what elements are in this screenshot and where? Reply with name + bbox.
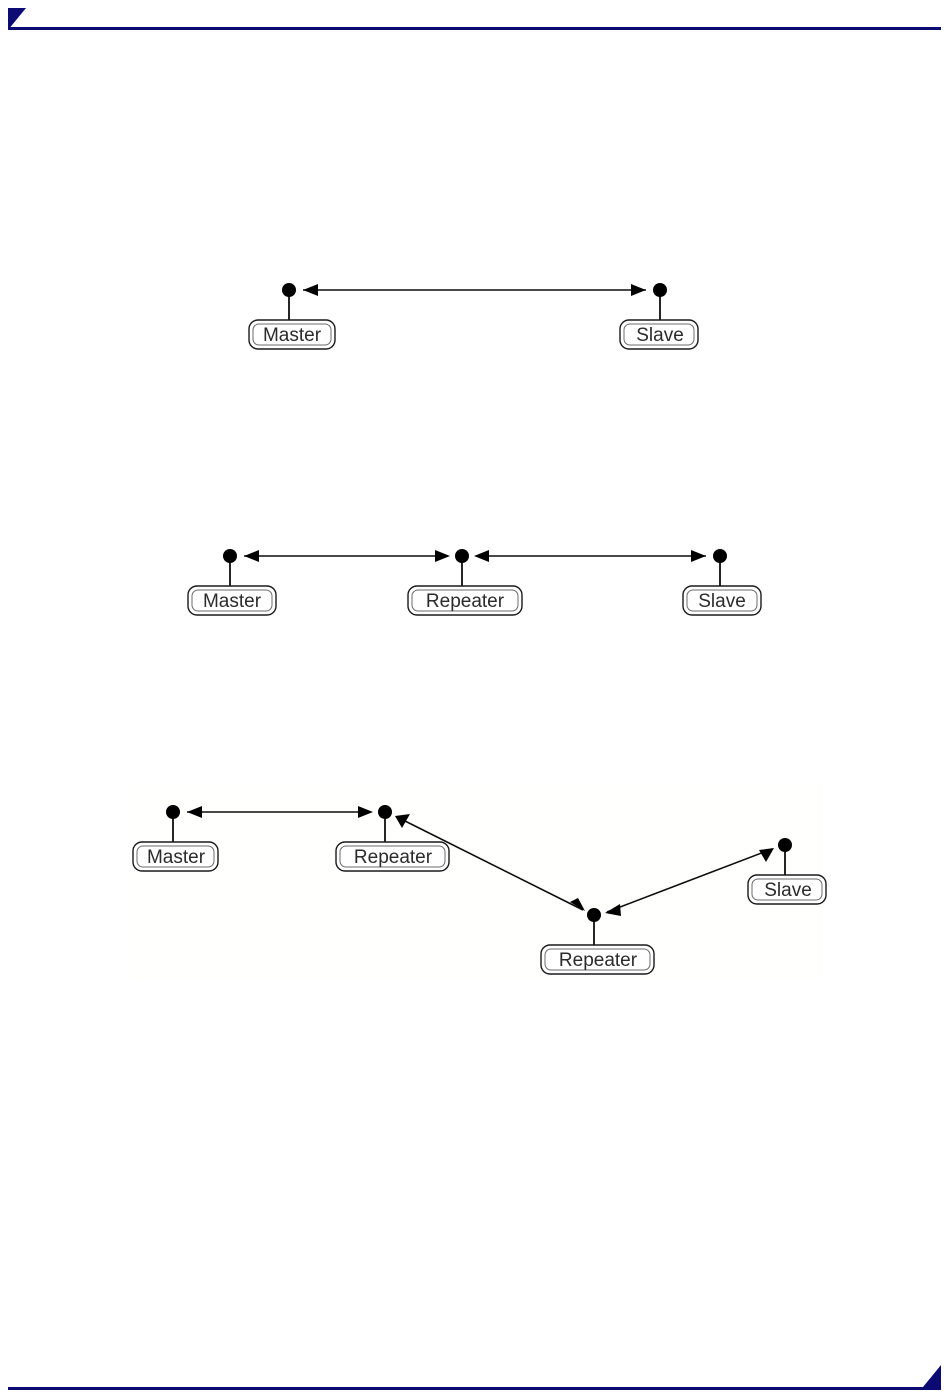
node-label-master: Master	[203, 591, 262, 612]
navy-triangle-icon	[923, 1365, 941, 1387]
node-label-slave: Slave	[764, 880, 812, 901]
node-dot-slave	[713, 549, 727, 563]
node-dot-repeater-2	[587, 908, 601, 922]
arrowhead-toward-repeater2-left	[570, 898, 585, 911]
arrowhead-toward-slave	[691, 550, 706, 562]
label-box-inner-repeater	[411, 589, 519, 612]
node-dot-master	[282, 283, 296, 297]
label-box-repeater-2	[540, 944, 655, 975]
node-label-slave: Slave	[698, 591, 746, 612]
node-label-repeater-2: Repeater	[559, 950, 638, 971]
node-dot-slave	[653, 283, 667, 297]
arrowhead-toward-slave	[631, 284, 646, 296]
node-label-slave: Slave	[636, 325, 684, 346]
footer-rule	[8, 1387, 941, 1390]
node-dot-repeater-1	[378, 805, 392, 819]
label-box-inner-repeater-2	[544, 948, 651, 971]
arrowhead-toward-slave	[759, 848, 774, 862]
label-box-slave	[619, 319, 699, 350]
label-box-inner-master	[191, 589, 273, 612]
label-box-repeater-1	[335, 841, 450, 872]
arrowhead-toward-master	[187, 806, 202, 818]
page-header	[0, 0, 947, 40]
node-label-repeater-1: Repeater	[354, 847, 433, 868]
arrowhead-toward-repeater-right	[474, 550, 489, 562]
node-label-repeater: Repeater	[426, 591, 505, 612]
label-box-slave	[747, 874, 827, 905]
navy-triangle-icon	[8, 8, 26, 30]
arrowhead-toward-repeater-left	[435, 550, 450, 562]
node-dot-master	[223, 549, 237, 563]
label-box-inner-master	[136, 845, 215, 868]
label-box-inner-slave	[751, 878, 823, 901]
arrowhead-toward-master	[244, 550, 259, 562]
node-dot-slave	[778, 838, 792, 852]
label-box-inner-repeater-1	[339, 845, 446, 868]
header-rule	[8, 27, 941, 30]
label-box-inner-master	[252, 323, 332, 346]
label-box-inner-slave	[623, 323, 695, 346]
label-box-master	[132, 841, 219, 872]
diagram-master-slave: Master Slave	[0, 262, 947, 372]
node-dot-master	[166, 805, 180, 819]
label-box-inner-slave	[686, 589, 758, 612]
link-repeater2-slave	[606, 848, 773, 913]
link-repeater1-repeater2	[396, 816, 584, 911]
label-box-slave	[682, 585, 762, 616]
arrowhead-toward-repeater1-left	[358, 806, 373, 818]
node-dot-repeater	[455, 549, 469, 563]
page-footer	[0, 1354, 947, 1394]
diagram-frame	[132, 783, 821, 982]
label-box-master	[248, 319, 336, 350]
diagram-cascaded-repeaters: Master Repeater Repeater Slave	[0, 776, 947, 991]
node-label-master: Master	[263, 325, 322, 346]
label-box-repeater	[407, 585, 523, 616]
node-label-master: Master	[147, 847, 206, 868]
label-box-master	[187, 585, 277, 616]
diagram-master-repeater-slave: Master Repeater Slave	[0, 528, 947, 643]
arrowhead-toward-repeater1-right	[395, 814, 410, 828]
arrowhead-toward-master	[303, 284, 318, 296]
arrowhead-toward-repeater2-right	[605, 904, 621, 916]
